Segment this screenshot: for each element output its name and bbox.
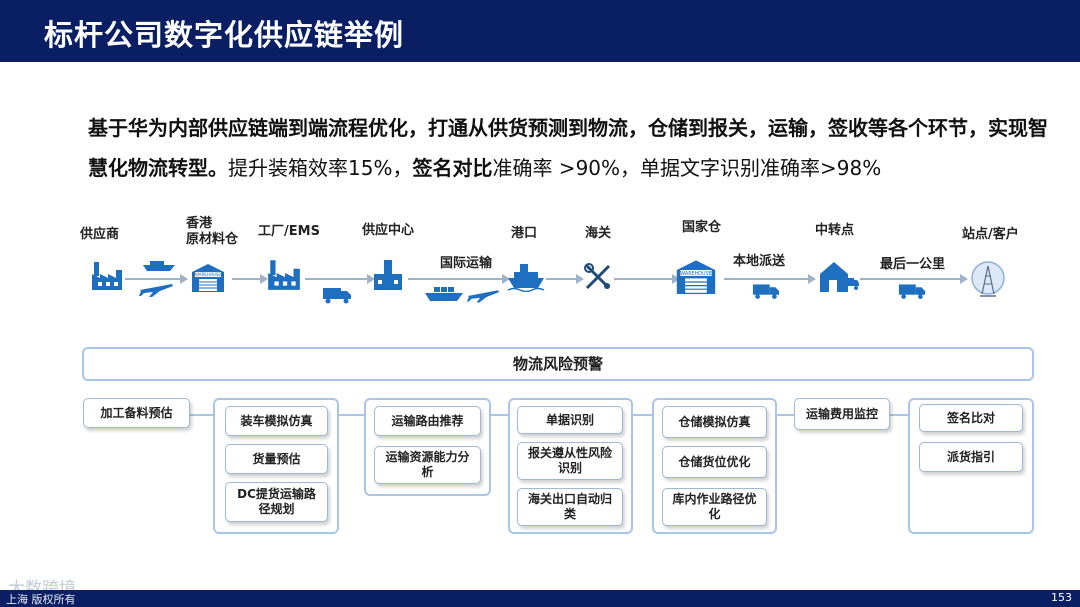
- flow-connector: [125, 278, 183, 280]
- capability-box: 运输路由推荐: [374, 406, 481, 436]
- footer-bar: 上海 版权所有 153: [0, 590, 1080, 607]
- group-connector: [190, 414, 214, 416]
- base-station-icon: [971, 261, 1005, 297]
- label-factory: 工厂/EMS: [258, 224, 320, 239]
- capability-box: 海关出口自动归类: [517, 488, 623, 526]
- capability-box: 运输费用监控: [794, 398, 890, 430]
- capability-box: 单据识别: [517, 406, 623, 434]
- group-connector: [632, 414, 652, 416]
- ship-icon: [143, 261, 175, 271]
- flow-connector: [614, 278, 674, 280]
- flow-connector: [232, 278, 262, 280]
- intro-text: 基于华为内部供应链端到端流程优化，打通从供货预测到物流，仓储到报关，运输，签收等…: [88, 108, 1048, 188]
- label-site-customer: 站点/客户: [962, 227, 1019, 242]
- risk-warning-title: 物流风险预警: [512, 355, 603, 373]
- flow-arrow: [960, 274, 968, 284]
- factory-icon: [268, 260, 300, 290]
- flow-arrow: [576, 274, 584, 284]
- label-intl-transport: 国际运输: [440, 256, 493, 271]
- transit-point-icon: [820, 262, 859, 292]
- capability-box: 派货指引: [919, 442, 1023, 472]
- flow-arrow: [808, 274, 816, 284]
- capability-box: 报关遵从性风险识别: [517, 442, 623, 480]
- capability-box: 仓储货位优化: [662, 446, 767, 478]
- airplane-icon: [466, 290, 500, 303]
- flow-connector: [724, 278, 810, 280]
- label-supplier: 供应商: [80, 227, 120, 242]
- supply-center-icon: [374, 260, 402, 290]
- flow-arrow: [367, 274, 375, 284]
- capability-box: 装车模拟仿真: [225, 406, 328, 436]
- warehouse-icon: WAREHOUSE: [676, 260, 716, 294]
- flow-connector: [408, 278, 504, 280]
- intro-part4: 准确率 >90%，单据文字识别准确率>98%: [492, 156, 882, 180]
- factory-icon: [92, 262, 122, 290]
- label-port: 港口: [511, 226, 538, 241]
- intro-part2: 提升装箱效率15%，: [228, 156, 413, 180]
- cargo-ship-icon: [425, 287, 463, 301]
- flow-arrow: [502, 274, 510, 284]
- customs-tools-icon: [584, 263, 611, 290]
- truck-icon: [323, 288, 351, 304]
- flow-arrow: [260, 274, 268, 284]
- flow-connector: [546, 278, 578, 280]
- flow-connector: [305, 278, 369, 280]
- group-connector: [890, 414, 908, 416]
- title-bar: 标杆公司数字化供应链举例: [0, 0, 1080, 62]
- truck-icon: [752, 284, 780, 299]
- group-connector: [338, 414, 364, 416]
- page-number: 153: [1051, 591, 1072, 604]
- warehouse-icon: WAREHOUSE: [192, 264, 224, 292]
- intro-part1: 基于华为内部供应链端到端流程优化，打通从供货预测到物流，仓储到报关，运输，签收等…: [88, 116, 1048, 180]
- label-last-mile: 最后一公里: [880, 257, 946, 272]
- airplane-icon: [139, 284, 173, 297]
- label-local-delivery: 本地派送: [733, 254, 786, 269]
- page-title: 标杆公司数字化供应链举例: [44, 18, 405, 52]
- label-supply-center: 供应中心: [362, 223, 415, 238]
- svg-text:WAREHOUSE: WAREHOUSE: [680, 271, 711, 277]
- port-ship-icon: [507, 264, 545, 292]
- capability-box: 运输资源能力分析: [374, 446, 481, 484]
- capability-box: 加工备料预估: [83, 398, 190, 428]
- capability-box: 库内作业路径优化: [662, 488, 767, 526]
- risk-warning-bar: 物流风险预警: [82, 347, 1034, 381]
- flow-arrow: [672, 274, 680, 284]
- copyright-text: 上海 版权所有: [6, 593, 76, 606]
- label-hk-line2: 原材料仓: [186, 232, 239, 247]
- supply-chain-flow: 供应商 香港 原材料仓 工厂/EMS 供应中心 国际运输 港口 海关 国家仓 本…: [0, 200, 1080, 320]
- svg-text:WAREHOUSE: WAREHOUSE: [195, 272, 221, 277]
- label-national-warehouse: 国家仓: [682, 220, 722, 235]
- label-hk-line1: 香港: [186, 216, 213, 231]
- flow-arrow: [180, 274, 188, 284]
- capability-box: 货量预估: [225, 444, 328, 474]
- capability-box: 签名比对: [919, 404, 1023, 432]
- capability-box: 仓储模拟仿真: [662, 406, 767, 438]
- group-connector: [776, 414, 794, 416]
- label-customs: 海关: [585, 226, 612, 241]
- intro-part3: 签名对比: [412, 156, 493, 180]
- label-transit-point: 中转点: [815, 223, 855, 238]
- flow-connector: [860, 278, 962, 280]
- capability-box: DC提货运输路径规划: [225, 482, 328, 522]
- group-connector: [490, 414, 508, 416]
- truck-icon: [898, 284, 926, 299]
